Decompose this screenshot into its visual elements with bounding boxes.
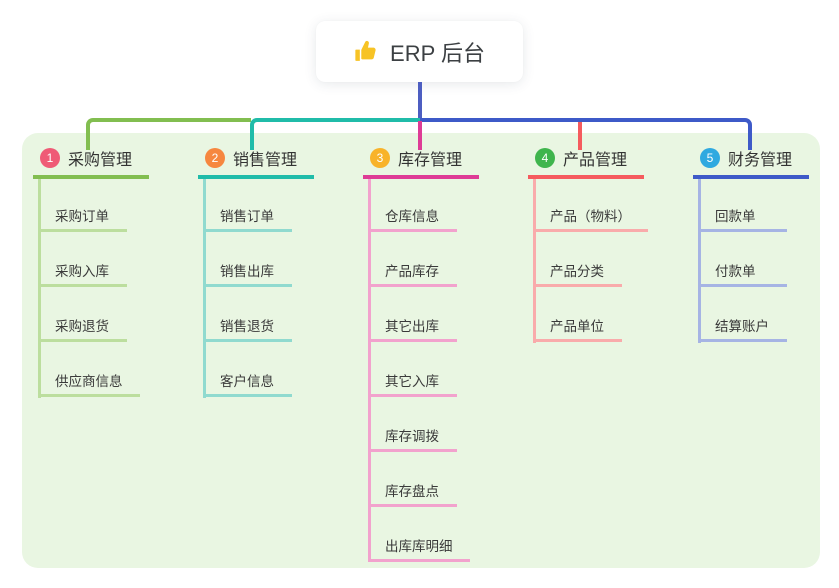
node-settlement-account[interactable]: 结算账户 xyxy=(698,313,787,342)
node-purchase-inbound[interactable]: 采购入库 xyxy=(38,258,127,287)
branch-label: 财务管理 xyxy=(728,152,793,169)
branch-number-badge: 4 xyxy=(535,148,555,168)
branch-label: 销售管理 xyxy=(233,152,298,169)
branch-number-badge: 1 xyxy=(40,148,60,168)
node-sales-return[interactable]: 销售退货 xyxy=(203,313,292,342)
branch-1-connector xyxy=(86,118,251,150)
branch-header-inventory-mgmt[interactable]: 3 库存管理 xyxy=(363,148,479,179)
branch-4-trunk-line xyxy=(533,179,536,343)
node-warehouse-info[interactable]: 仓库信息 xyxy=(368,203,457,232)
branches-panel xyxy=(22,133,820,568)
branch-label: 库存管理 xyxy=(398,152,463,169)
node-receivable-doc[interactable]: 回款单 xyxy=(698,203,787,232)
node-product-material[interactable]: 产品（物料） xyxy=(533,203,648,232)
node-sales-outbound[interactable]: 销售出库 xyxy=(203,258,292,287)
root-node-erp-backend[interactable]: ERP 后台 xyxy=(316,21,523,82)
branch-1-trunk-line xyxy=(38,179,41,398)
root-connector-line xyxy=(418,82,422,122)
node-product-category[interactable]: 产品分类 xyxy=(533,258,622,287)
node-purchase-return[interactable]: 采购退货 xyxy=(38,313,127,342)
branch-header-product-mgmt[interactable]: 4 产品管理 xyxy=(528,148,644,179)
branch-3-trunk-line xyxy=(368,179,371,562)
node-product-stock[interactable]: 产品库存 xyxy=(368,258,457,287)
branch-2-trunk-line xyxy=(203,179,206,398)
branch-5-connector xyxy=(420,118,752,150)
node-sales-order[interactable]: 销售订单 xyxy=(203,203,292,232)
branch-label: 产品管理 xyxy=(563,152,628,169)
node-supplier-info[interactable]: 供应商信息 xyxy=(38,368,140,397)
node-other-outbound[interactable]: 其它出库 xyxy=(368,313,457,342)
branch-4-connector xyxy=(578,122,582,150)
node-product-unit[interactable]: 产品单位 xyxy=(533,313,622,342)
branch-number-badge: 5 xyxy=(700,148,720,168)
branch-header-finance-mgmt[interactable]: 5 财务管理 xyxy=(693,148,809,179)
node-stock-transfer[interactable]: 库存调拨 xyxy=(368,423,457,452)
branch-header-purchase-mgmt[interactable]: 1 采购管理 xyxy=(33,148,149,179)
thumbs-up-icon xyxy=(354,39,379,64)
branch-label: 采购管理 xyxy=(68,152,133,169)
branch-3-connector xyxy=(418,121,422,150)
branch-number-badge: 2 xyxy=(205,148,225,168)
branch-2-connector xyxy=(250,118,420,150)
root-node-label: ERP 后台 xyxy=(390,40,485,66)
branch-number-badge: 3 xyxy=(370,148,390,168)
node-customer-info[interactable]: 客户信息 xyxy=(203,368,292,397)
node-purchase-order[interactable]: 采购订单 xyxy=(38,203,127,232)
node-other-inbound[interactable]: 其它入库 xyxy=(368,368,457,397)
node-stock-count[interactable]: 库存盘点 xyxy=(368,478,457,507)
branch-5-trunk-line xyxy=(698,179,701,343)
node-payment-doc[interactable]: 付款单 xyxy=(698,258,787,287)
node-outbound-detail[interactable]: 出库库明细 xyxy=(368,533,470,562)
branch-header-sales-mgmt[interactable]: 2 销售管理 xyxy=(198,148,314,179)
